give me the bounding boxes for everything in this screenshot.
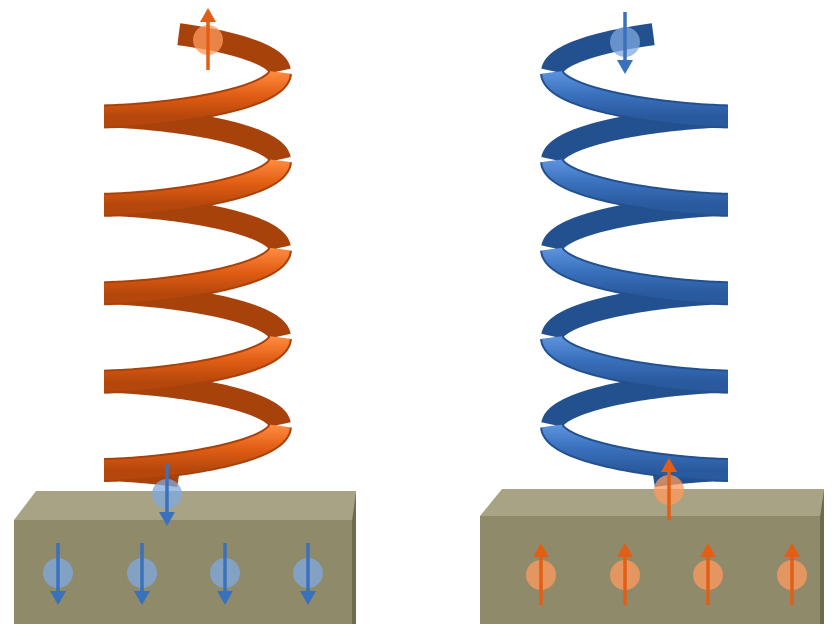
helix-front-segment	[104, 336, 290, 392]
substrate-right	[480, 489, 824, 624]
substrate-spin-right-4	[777, 543, 807, 605]
spin-arrow-bottom-right-head	[661, 458, 677, 472]
spin-arrow-top-left-head	[200, 8, 216, 22]
helix-blue	[540, 23, 728, 488]
substrate-spin-left-2	[127, 543, 157, 605]
helix-front-segment	[104, 71, 290, 127]
substrate-spin-left-2-head	[134, 591, 150, 605]
substrate-left-top-face	[14, 491, 356, 520]
spin-arrow-bottom-left-head	[159, 512, 175, 526]
substrate-spin-left-1-head	[50, 591, 66, 605]
substrate-left	[14, 491, 356, 624]
spin-markers	[43, 8, 807, 605]
substrate-left-side-face	[352, 491, 356, 624]
substrate-spin-left-4	[293, 543, 323, 605]
helix-front-segment	[104, 424, 290, 480]
spin-arrow-top-left	[193, 8, 223, 70]
helix-front-segment	[542, 159, 728, 215]
substrate-left-front-face	[14, 520, 352, 624]
substrate-spin-right-1	[526, 543, 556, 605]
substrate-spin-left-3-head	[217, 591, 233, 605]
spin-arrow-top-right-head	[617, 60, 633, 74]
substrate-spin-left-4-head	[300, 591, 316, 605]
substrate-spin-right-4-head	[784, 543, 800, 557]
substrate-spin-left-3	[210, 543, 240, 605]
helix-front-segment	[542, 247, 728, 304]
spin-arrow-top-right	[610, 12, 640, 74]
helix-front-segment	[104, 247, 290, 304]
substrate-spin-right-3	[693, 543, 723, 605]
substrate-spin-right-1-head	[533, 543, 549, 557]
helix-front-segment	[542, 424, 728, 480]
spin-arrow-bottom-left	[152, 464, 182, 526]
substrate-spin-right-3-head	[700, 543, 716, 557]
helix-orange	[104, 23, 292, 488]
helix-front-segment	[104, 159, 290, 215]
substrate-right-side-face	[820, 489, 824, 624]
substrate-right-top-face	[480, 489, 824, 516]
substrate-spin-right-2-head	[617, 543, 633, 557]
spin-arrow-bottom-right	[654, 458, 684, 520]
substrate-spin-right-2	[610, 543, 640, 605]
substrate-right-front-face	[480, 516, 820, 624]
helix-front-segment	[542, 336, 728, 392]
helix-front-segment	[542, 71, 728, 127]
substrate-spin-left-1	[43, 543, 73, 605]
